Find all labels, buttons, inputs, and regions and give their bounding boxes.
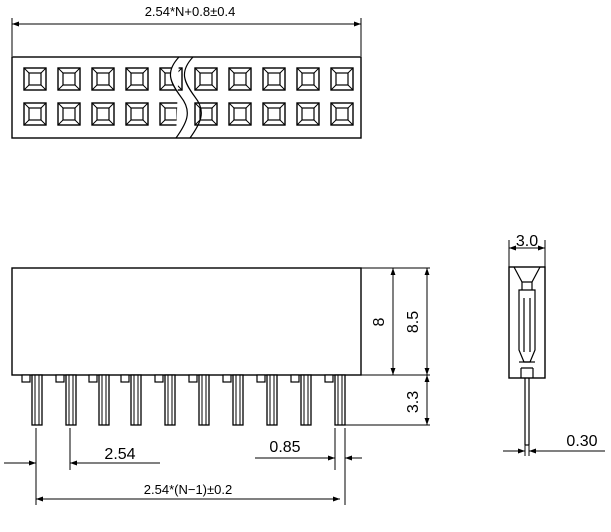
contact-cavity xyxy=(330,102,354,126)
contact-cavity xyxy=(91,102,115,126)
front-view xyxy=(4,267,430,505)
pin xyxy=(188,374,210,426)
pin-length-label: 3.3 xyxy=(405,391,422,413)
top-view-body xyxy=(11,56,362,139)
pin-thickness-label: 0.30 xyxy=(566,433,597,450)
pin xyxy=(290,374,312,426)
contact-cavity xyxy=(296,67,320,91)
contact-cavity xyxy=(194,102,218,126)
contact-cavity xyxy=(194,67,218,91)
pin xyxy=(55,374,77,426)
break-line xyxy=(169,56,188,139)
pin-span-label: 2.54*(N−1)±0.2 xyxy=(144,482,232,497)
pin xyxy=(324,374,346,426)
pin xyxy=(256,374,278,426)
contact-cavity xyxy=(57,102,81,126)
pin xyxy=(222,374,244,426)
front-view-body xyxy=(11,267,362,376)
pin xyxy=(154,374,176,426)
contact-cavity xyxy=(23,67,47,91)
contact-cavity xyxy=(125,102,149,126)
contact-cavity xyxy=(23,102,47,126)
pitch-label: 2.54 xyxy=(104,446,135,463)
top-view xyxy=(11,18,362,139)
front-view-pins xyxy=(21,374,346,426)
contact-cavity xyxy=(228,67,252,91)
overall-length-label: 2.54*N+0.8±0.4 xyxy=(145,4,236,19)
contact-cavity xyxy=(262,102,286,126)
contact-cavity xyxy=(57,67,81,91)
contact-cavity xyxy=(262,67,286,91)
top-view-contacts xyxy=(23,67,354,126)
pin xyxy=(21,374,43,426)
side-view xyxy=(503,240,605,456)
side-view-body xyxy=(508,266,546,379)
contact-cavity xyxy=(125,67,149,91)
body-height-label: 8 xyxy=(371,317,388,326)
pin xyxy=(88,374,110,426)
side-width-label: 3.0 xyxy=(516,233,538,250)
pin-width-label: 0.85 xyxy=(269,439,300,456)
contact-cavity xyxy=(228,102,252,126)
contact-cavity xyxy=(91,67,115,91)
pin xyxy=(120,374,142,426)
contact-cavity xyxy=(330,67,354,91)
total-height-label: 8.5 xyxy=(405,311,422,333)
contact-cavity xyxy=(296,102,320,126)
